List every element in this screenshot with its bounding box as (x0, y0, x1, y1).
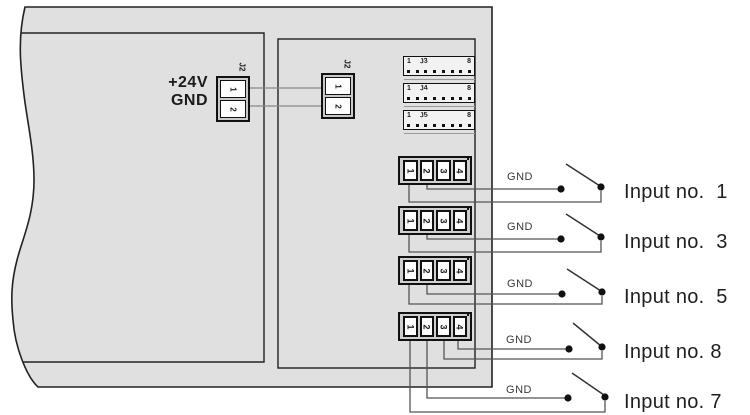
j3-pin1-mark: 1 (407, 58, 411, 65)
pin-index-dot (467, 314, 469, 316)
j4-pin8-mark: 8 (467, 85, 471, 92)
ic1-pin2: 2 (419, 160, 434, 181)
input-label-1: Input no. 1 (624, 181, 728, 203)
j3-label: J3 (419, 57, 429, 66)
j4-pin1-mark: 1 (407, 85, 411, 92)
ic4-pin4: 4 (452, 316, 467, 337)
j5-pin1-mark: 1 (407, 112, 411, 119)
input-connector-4: 1 2 3 4 (398, 312, 472, 341)
j2-right-label: J2 (342, 59, 352, 69)
power-labels: +24V GND (148, 74, 208, 110)
j5-pin8-mark: 8 (467, 112, 471, 119)
ic4-pin1: 1 (403, 316, 418, 337)
ic2-pin2: 2 (419, 210, 434, 231)
switch-terminal-dots (557, 183, 609, 402)
ic1-pin3: 3 (436, 160, 451, 181)
j4-pins (407, 97, 471, 100)
ic4-pin3: 3 (436, 316, 451, 337)
ic3-pin2: 2 (419, 260, 434, 281)
pin-index-dot (467, 258, 469, 260)
j5-label: J5 (419, 111, 429, 120)
input-label-8: Input no. 8 (624, 341, 722, 363)
pin-index-dot (467, 208, 469, 210)
ic2-pin3: 3 (436, 210, 451, 231)
gnd-label-row2: GND (507, 221, 533, 233)
gnd-label-row3: GND (507, 278, 533, 290)
left-region-border (21, 32, 265, 363)
j2-right-pin1: 1 (325, 77, 351, 95)
ic4-pin2: 2 (419, 316, 434, 337)
gnd-label-row5: GND (506, 384, 532, 396)
j2-right-connector: 1 2 (321, 73, 355, 119)
j5-pins (407, 124, 471, 127)
ic1-pin1: 1 (403, 160, 418, 181)
board-outline (11, 6, 493, 388)
j4-label: J4 (419, 84, 429, 93)
j3-pins (407, 70, 471, 73)
input-connector-3: 1 2 3 4 (398, 256, 472, 285)
j2-interconnect-wires (250, 87, 322, 107)
plus24v-label: +24V (168, 74, 208, 91)
ic3-pin1: 1 (403, 260, 418, 281)
gnd-label-row4: GND (506, 334, 532, 346)
j2-left-pin1: 1 (220, 80, 246, 98)
header-j5: 1 J5 8 (403, 110, 475, 130)
j2-left-pin2: 2 (220, 100, 246, 118)
pin-index-dot (467, 158, 469, 160)
ic1-pin4: 4 (452, 160, 467, 181)
input-label-5: Input no. 5 (624, 286, 728, 308)
ic3-pin4: 4 (452, 260, 467, 281)
inner-panel-border (277, 38, 476, 369)
j2-left-connector: 1 2 (216, 76, 250, 122)
ic3-pin3: 3 (436, 260, 451, 281)
header-j4: 1 J4 8 (403, 83, 475, 103)
ic2-pin4: 4 (452, 210, 467, 231)
header-shadows (404, 79, 475, 134)
input-label-3: Input no. 3 (624, 231, 728, 253)
j2-right-pin2: 2 (325, 97, 351, 115)
header-j3: 1 J3 8 (403, 56, 475, 76)
gnd-label-row1: GND (507, 171, 533, 183)
input-label-7: Input no. 7 (624, 391, 722, 413)
ic2-pin1: 1 (403, 210, 418, 231)
input-connector-2: 1 2 3 4 (398, 206, 472, 235)
power-gnd-label: GND (170, 92, 208, 109)
j3-pin8-mark: 8 (467, 58, 471, 65)
input-wiring (408, 163, 606, 413)
input-connector-1: 1 2 3 4 (398, 156, 472, 185)
j2-left-label: J2 (237, 62, 247, 72)
